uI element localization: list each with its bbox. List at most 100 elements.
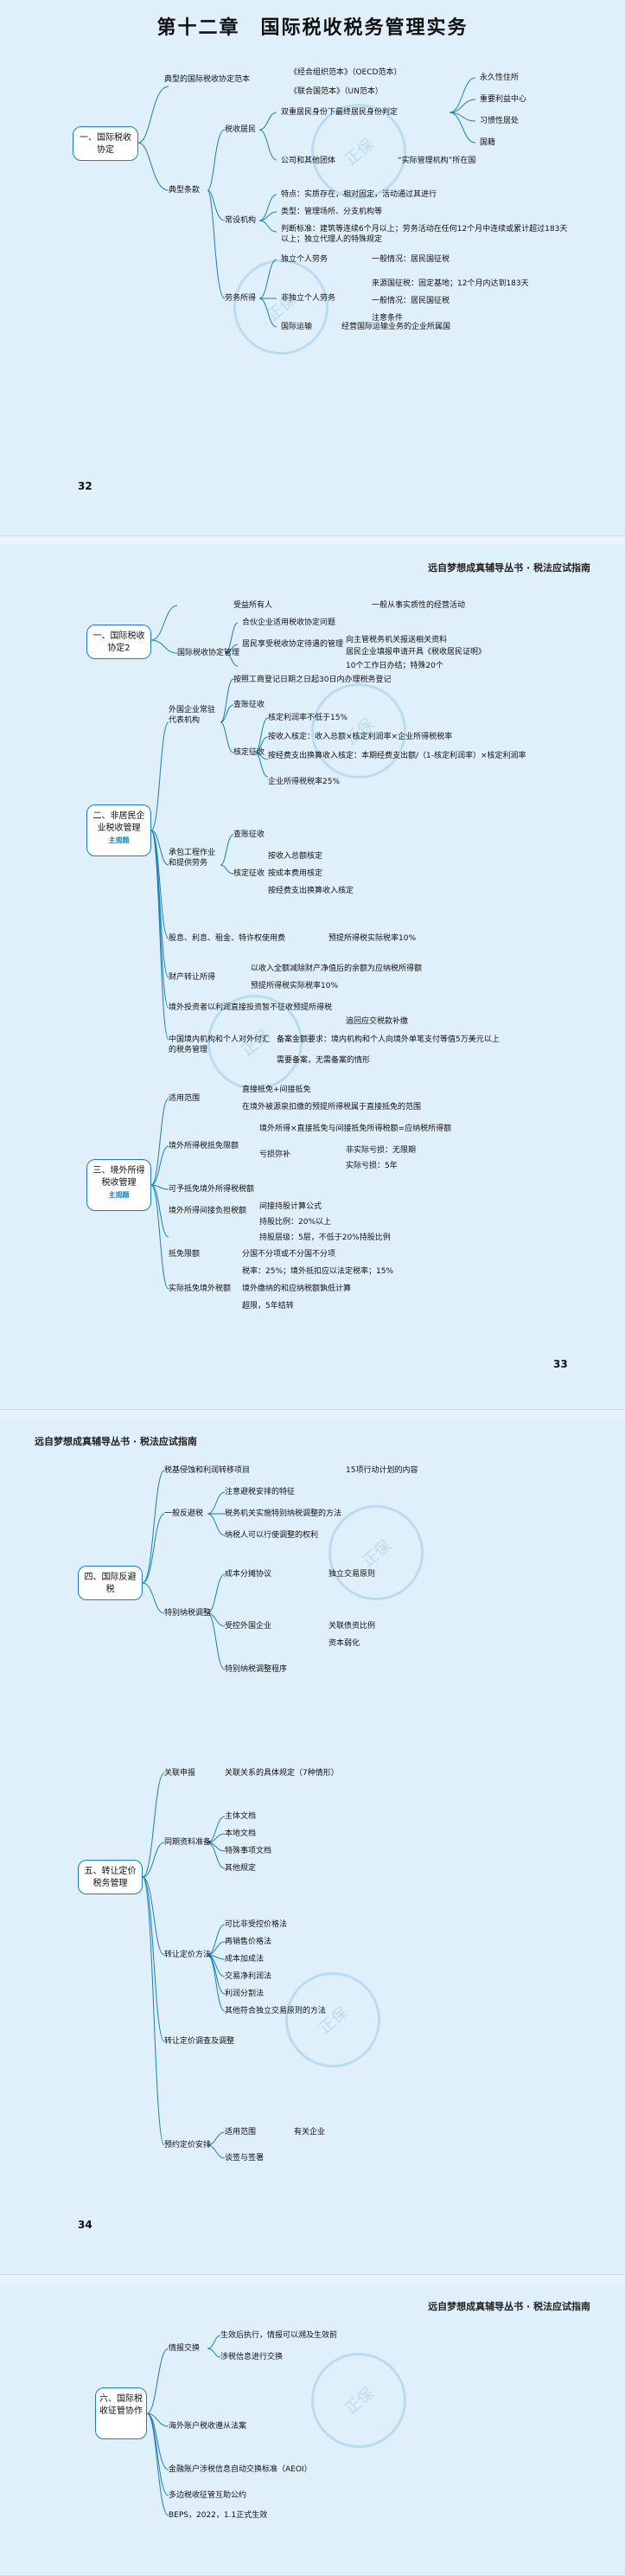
- map-node: 查账征收: [233, 701, 265, 709]
- map-node: 特别纳税调整程序: [225, 1665, 288, 1674]
- map-node: 分国不分项或不分国不分项: [242, 1250, 336, 1259]
- mindmap-links: [150, 605, 269, 1290]
- map-node: 特殊事项文档: [225, 1847, 272, 1855]
- map-node: 注意条件: [372, 314, 404, 323]
- page-number: 32: [78, 480, 92, 492]
- map-node: 预提所得税实际税率10%: [328, 934, 417, 943]
- mindmap-root: 一、国际税收协定: [73, 126, 138, 161]
- map-node: 外国企业常驻代表机构: [169, 706, 216, 725]
- map-node: 成本加成法: [225, 1955, 265, 1964]
- running-header: 远自梦想成真辅导丛书 · 税法应试指南: [428, 2301, 590, 2312]
- map-node: 持股比例：20%以上: [259, 1218, 332, 1227]
- map-node: 永久性住所: [480, 74, 520, 82]
- map-node: 本地文档: [225, 1829, 257, 1838]
- map-node: 按收入总额核定: [268, 852, 323, 861]
- map-node: 资本弱化: [328, 1639, 360, 1648]
- map-node: 境外所得间接负担税额: [169, 1207, 247, 1215]
- map-node: 纳税人可以行使调整的权利: [225, 1531, 319, 1540]
- map-node: 税收居民: [225, 125, 257, 134]
- map-node: 转让定价调查及调整: [164, 2037, 235, 2046]
- map-node: 直接抵免+间接抵免: [242, 1086, 311, 1094]
- page-number: 33: [553, 1358, 568, 1370]
- map-node: 转让定价方法: [164, 1951, 212, 1959]
- map-node: 按收入核定：收入总额×核定利润率×企业所得税税率: [268, 733, 453, 741]
- map-node: 抵免限额: [169, 1250, 201, 1259]
- page-35: 远自梦想成真辅导丛书 · 税法应试指南 正保 六、国际税收征管协作 情报交换 生…: [0, 2284, 625, 2576]
- map-node: 以收入全额减除财产净值后的余额为应纳税所得额: [251, 964, 423, 973]
- map-node: 间接持股计算公式: [259, 1202, 322, 1211]
- map-node: 公司和其他团体: [281, 157, 336, 165]
- map-node: 劳务所得: [225, 294, 257, 303]
- root-label: 二、非居民企业税收管理: [92, 811, 145, 833]
- running-header: 远自梦想成真辅导丛书 · 税法应试指南: [428, 562, 590, 574]
- map-node: 在境外被源泉扣缴的预提所得税属于直接抵免的范围: [242, 1103, 422, 1112]
- map-node: 15项行动计划的内容: [346, 1466, 418, 1475]
- map-node: 《联合国范本》（UN范本）: [290, 87, 383, 96]
- tag-badge: 主观题: [108, 836, 130, 844]
- mindmap-root: 五、转让定价税务管理: [78, 1860, 143, 1894]
- map-node: 境外投资者以利润直接投资暂不征收预提所得税: [169, 1003, 333, 1012]
- map-node: 判断标准：建筑等连续6个月以上；劳务活动在任何12个月中连续或累计超过183天以…: [281, 225, 568, 244]
- map-node: 税基侵蚀和利润转移项目: [164, 1466, 251, 1475]
- map-node: 一般反避税: [164, 1509, 204, 1518]
- mindmap-links: [146, 2335, 221, 2516]
- map-node: 按照工商登记日期之日起30日内办理税务登记: [233, 676, 392, 684]
- map-node: 关联关系的具体规定（7种情形）: [225, 1769, 339, 1778]
- map-node: 中国境内机构和个人对外付汇的税务管理: [169, 1035, 271, 1054]
- map-node: 双重居民身份下最终居民身份判定: [281, 108, 399, 117]
- map-node: 适用范围: [225, 2128, 257, 2137]
- map-node: 承包工程作业和提供劳务: [169, 849, 216, 868]
- map-node: 核定征收: [233, 748, 265, 757]
- map-node: 持股层级：5层，不低于20%持股比例: [259, 1234, 391, 1242]
- map-node: 国际税收协定管理: [177, 649, 240, 657]
- map-node: 习惯性居处: [480, 117, 520, 125]
- mindmap-root: 二、非居民企业税收管理 主观题: [86, 804, 151, 856]
- map-node: 税务机关实施特别纳税调整的方法: [225, 1509, 342, 1518]
- map-node: 其他符合独立交易原则的方法: [225, 2007, 327, 2015]
- map-node: 成本分摊协议: [225, 1570, 272, 1579]
- map-node: 合伙企业适用税收协定问题: [242, 618, 336, 627]
- map-node: 特别纳税调整: [164, 1609, 212, 1618]
- map-node: 核定利润率不低于15%: [268, 714, 348, 722]
- mindmap-root: 六、国际税收征管协作: [95, 2387, 147, 2439]
- running-header: 远自梦想成真辅导丛书 · 税法应试指南: [35, 1436, 197, 1447]
- map-node: 按经费支出换算收入核定：本期经费支出额/（1-核定利润率）×核定利润率: [268, 752, 526, 760]
- map-node: 实际抵免境外税额: [169, 1285, 232, 1293]
- map-node: 居民企业填报申请开具《税收居民证明》: [346, 648, 487, 657]
- map-node: 独立个人劳务: [281, 255, 328, 264]
- map-node: 实际亏损：5年: [346, 1162, 398, 1170]
- map-node: 一般情况：居民国征税: [372, 255, 450, 264]
- mindmap-root: 一、国际税收协定2: [86, 625, 151, 659]
- map-node: 核定征收: [233, 869, 265, 878]
- page-32: 第十二章 国际税收税务管理实务 正保 正保 一、国际税收协定 典型的国际税收协定…: [0, 0, 625, 536]
- map-node: 交易净利润法: [225, 1972, 272, 1981]
- map-node: 独立交易原则: [328, 1570, 376, 1579]
- map-node: 财产转让所得: [169, 973, 216, 982]
- map-node: BEPS，2022，1.1正式生效: [169, 2511, 268, 2520]
- map-node: 一般从事实质性的经营活动: [372, 601, 466, 610]
- tag-badge: 主观题: [108, 1191, 130, 1199]
- map-node: 常设机构: [225, 216, 257, 225]
- map-node: 可予抵免境外所得税税额: [169, 1185, 255, 1194]
- map-node: 境外所得税抵免限额: [169, 1142, 239, 1150]
- map-node: 典型的国际税收协定范本: [164, 75, 251, 84]
- map-node: 关联申报: [164, 1769, 196, 1778]
- map-node: 谈签与签署: [225, 2154, 265, 2163]
- map-node: 主体文档: [225, 1812, 257, 1821]
- map-node: 亏损弥补: [259, 1150, 291, 1159]
- map-node: 海外账户税收遵从法案: [169, 2422, 247, 2431]
- map-node: 按经费支出换算收入核定: [268, 887, 354, 895]
- map-node: 利润分割法: [225, 1990, 265, 1998]
- map-node: 企业所得税税率25%: [268, 778, 341, 786]
- map-node: 非独立个人劳务: [281, 294, 336, 303]
- map-node: 类型：管理场所、分支机构等: [281, 208, 383, 216]
- map-node: 重要利益中心: [480, 95, 527, 104]
- map-node: 境外所得×直接抵免与间接抵免所得税额=应纳税所得额: [259, 1125, 452, 1133]
- map-node: 10个工作日办结；特殊20个: [346, 662, 443, 670]
- chapter-title: 第十二章 国际税收税务管理实务: [156, 16, 469, 39]
- mindmap-links: [137, 77, 476, 328]
- map-node: 按成本费用核定: [268, 869, 323, 878]
- map-node: 来源国征税：固定基地；12个月内达到183天: [372, 279, 529, 288]
- map-node: 境外缴纳的和应纳税额孰低计算: [242, 1285, 352, 1293]
- map-node: 一般情况：居民国征税: [372, 297, 450, 305]
